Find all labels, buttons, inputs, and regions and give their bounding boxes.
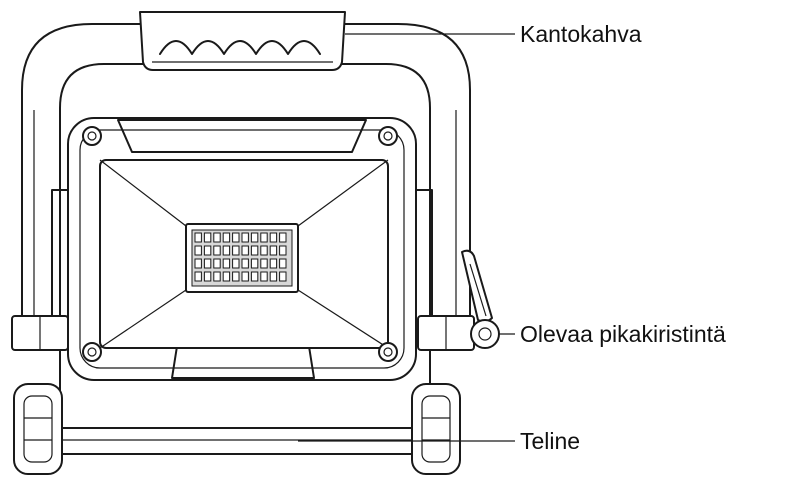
- led-chip: [269, 232, 278, 243]
- led-chip: [222, 232, 231, 243]
- led-chip: [222, 258, 231, 269]
- label-quick-lock: Olevaa pikakiristintä: [520, 321, 726, 347]
- led-chip: [222, 271, 231, 282]
- carry-handle: [139, 11, 346, 71]
- quick-lock-lever: [461, 249, 500, 349]
- screw-top-right: [378, 126, 398, 146]
- led-chip: [203, 258, 212, 269]
- led-chip: [279, 271, 287, 282]
- led-chip: [203, 232, 212, 243]
- led-chip: [279, 245, 287, 256]
- led-chip: [250, 232, 259, 243]
- screw-bottom-right: [378, 342, 398, 362]
- wheel-left: [13, 383, 63, 475]
- led-chip: [194, 245, 202, 256]
- label-handle: Kantokahva: [520, 21, 642, 47]
- wheel-right: [411, 383, 461, 475]
- side-mounts: [11, 315, 475, 351]
- led-chip: [213, 245, 221, 256]
- led-chip: [213, 271, 221, 282]
- led-chip: [260, 232, 268, 243]
- led-chip: [269, 258, 278, 269]
- led-chip: [279, 232, 287, 243]
- led-chip: [213, 258, 221, 269]
- led-chip: [222, 245, 231, 256]
- corner-screws: [82, 126, 398, 362]
- led-chip: [203, 245, 212, 256]
- led-chip: [241, 258, 249, 269]
- screw-bottom-left: [82, 342, 102, 362]
- led-chip: [232, 245, 240, 256]
- led-chip: [260, 271, 268, 282]
- label-stand: Teline: [520, 428, 580, 454]
- screw-top-left: [82, 126, 102, 146]
- led-chip: [260, 258, 268, 269]
- led-chip: [203, 271, 212, 282]
- led-chip: [241, 232, 249, 243]
- led-chip: [250, 245, 259, 256]
- led-chip: [279, 258, 287, 269]
- led-chip: [194, 258, 202, 269]
- led-chip: [194, 232, 202, 243]
- led-chip: [232, 258, 240, 269]
- led-chips: [194, 232, 287, 282]
- led-chip: [241, 271, 249, 282]
- led-chip: [232, 232, 240, 243]
- led-chip: [260, 245, 268, 256]
- led-chip: [241, 245, 249, 256]
- led-array: [185, 223, 299, 293]
- led-chip: [232, 271, 240, 282]
- led-chip: [213, 232, 221, 243]
- led-chip: [269, 245, 278, 256]
- led-chip: [194, 271, 202, 282]
- led-chip: [250, 258, 259, 269]
- led-chip: [269, 271, 278, 282]
- led-chip: [250, 271, 259, 282]
